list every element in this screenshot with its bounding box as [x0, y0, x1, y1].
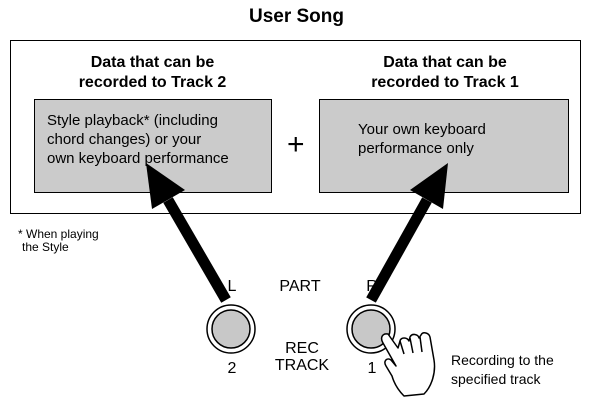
callout-line1: Recording to the	[451, 352, 554, 368]
arrow-to-track1	[366, 163, 448, 303]
footnote-line1: * When playing	[18, 227, 99, 241]
pointing-hand-icon	[380, 332, 436, 397]
right-part-letter: R	[366, 278, 378, 295]
callout-line2: specified track	[451, 371, 541, 387]
arrow-to-track2	[146, 163, 231, 303]
left-part-letter: L	[227, 278, 237, 295]
track2-heading: Data that can be recorded to Track 2	[40, 53, 265, 93]
track1-heading-line2: recorded to Track 1	[371, 74, 519, 91]
track2-button[interactable]	[206, 304, 256, 354]
track1-box-line2: performance only	[358, 140, 474, 157]
track2-heading-line1: Data that can be	[90, 54, 215, 71]
rec-track-label: REC TRACK	[262, 340, 342, 374]
plus-sign: +	[287, 128, 305, 161]
track1-heading: Data that can be recorded to Track 1	[330, 53, 560, 93]
diagram-title: User Song	[248, 6, 345, 27]
user-song-frame	[10, 40, 581, 214]
part-label: PART	[279, 278, 321, 295]
right-track-number: 1	[367, 360, 377, 377]
footnote: * When playing the Style	[18, 228, 99, 254]
rec-track-line1: REC	[285, 340, 319, 357]
track2-box-line1: Style playback* (including	[47, 112, 218, 129]
track1-heading-line1: Data that can be	[383, 54, 507, 71]
track2-heading-line2: recorded to Track 2	[78, 74, 227, 91]
left-track-number: 2	[227, 360, 237, 377]
recording-callout: Recording to the specified track	[451, 351, 554, 389]
track2-box-line2: chord changes) or your	[47, 131, 202, 148]
rec-track-line2: TRACK	[274, 357, 330, 374]
track1-box-line1: Your own keyboard	[358, 121, 486, 138]
track2-box-line3: own keyboard performance	[47, 150, 229, 167]
footnote-line2: the Style	[22, 240, 69, 254]
